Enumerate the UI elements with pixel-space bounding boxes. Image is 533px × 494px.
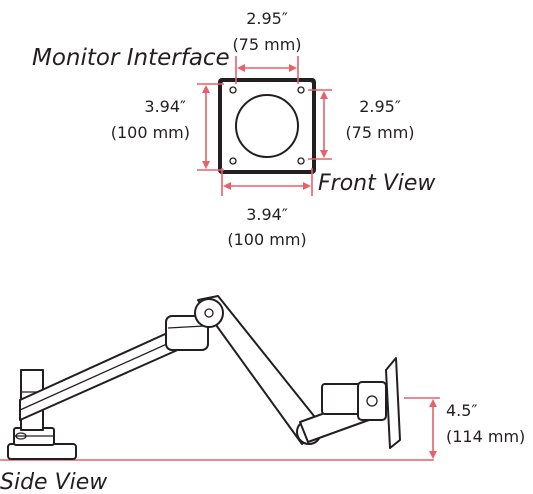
- height-dimension-inches: 4.5″: [446, 401, 477, 420]
- bottom-dimension-mm: (100 mm): [227, 230, 306, 249]
- right-dimension-inches: 2.95″: [359, 97, 401, 116]
- top-dimension-mm: (75 mm): [232, 35, 301, 54]
- top-dimension-inches: 2.95″: [246, 9, 288, 28]
- bottom-dimension-inches: 3.94″: [246, 205, 288, 224]
- height-dimension-mm: (114 mm): [446, 427, 525, 446]
- tilter-head: [357, 381, 387, 421]
- left-dimension-mm: (100 mm): [111, 123, 190, 142]
- front-dimension-lines: [197, 56, 332, 196]
- monitor-interface-title: Monitor Interface: [32, 45, 230, 71]
- right-dimension-mm: (75 mm): [345, 123, 414, 142]
- monitor-mount-plate: [385, 357, 401, 449]
- vesa-plate: [218, 78, 316, 174]
- mounting-holes: [229, 86, 305, 165]
- side-view-title: Side View: [0, 470, 108, 494]
- height-dimension-line: [404, 397, 440, 459]
- front-view-title: Front View: [318, 171, 436, 196]
- arm-joint: [165, 315, 209, 351]
- left-dimension-inches: 3.94″: [144, 97, 186, 116]
- lower-arm: [19, 329, 183, 421]
- desk-clamp-base: [7, 427, 77, 460]
